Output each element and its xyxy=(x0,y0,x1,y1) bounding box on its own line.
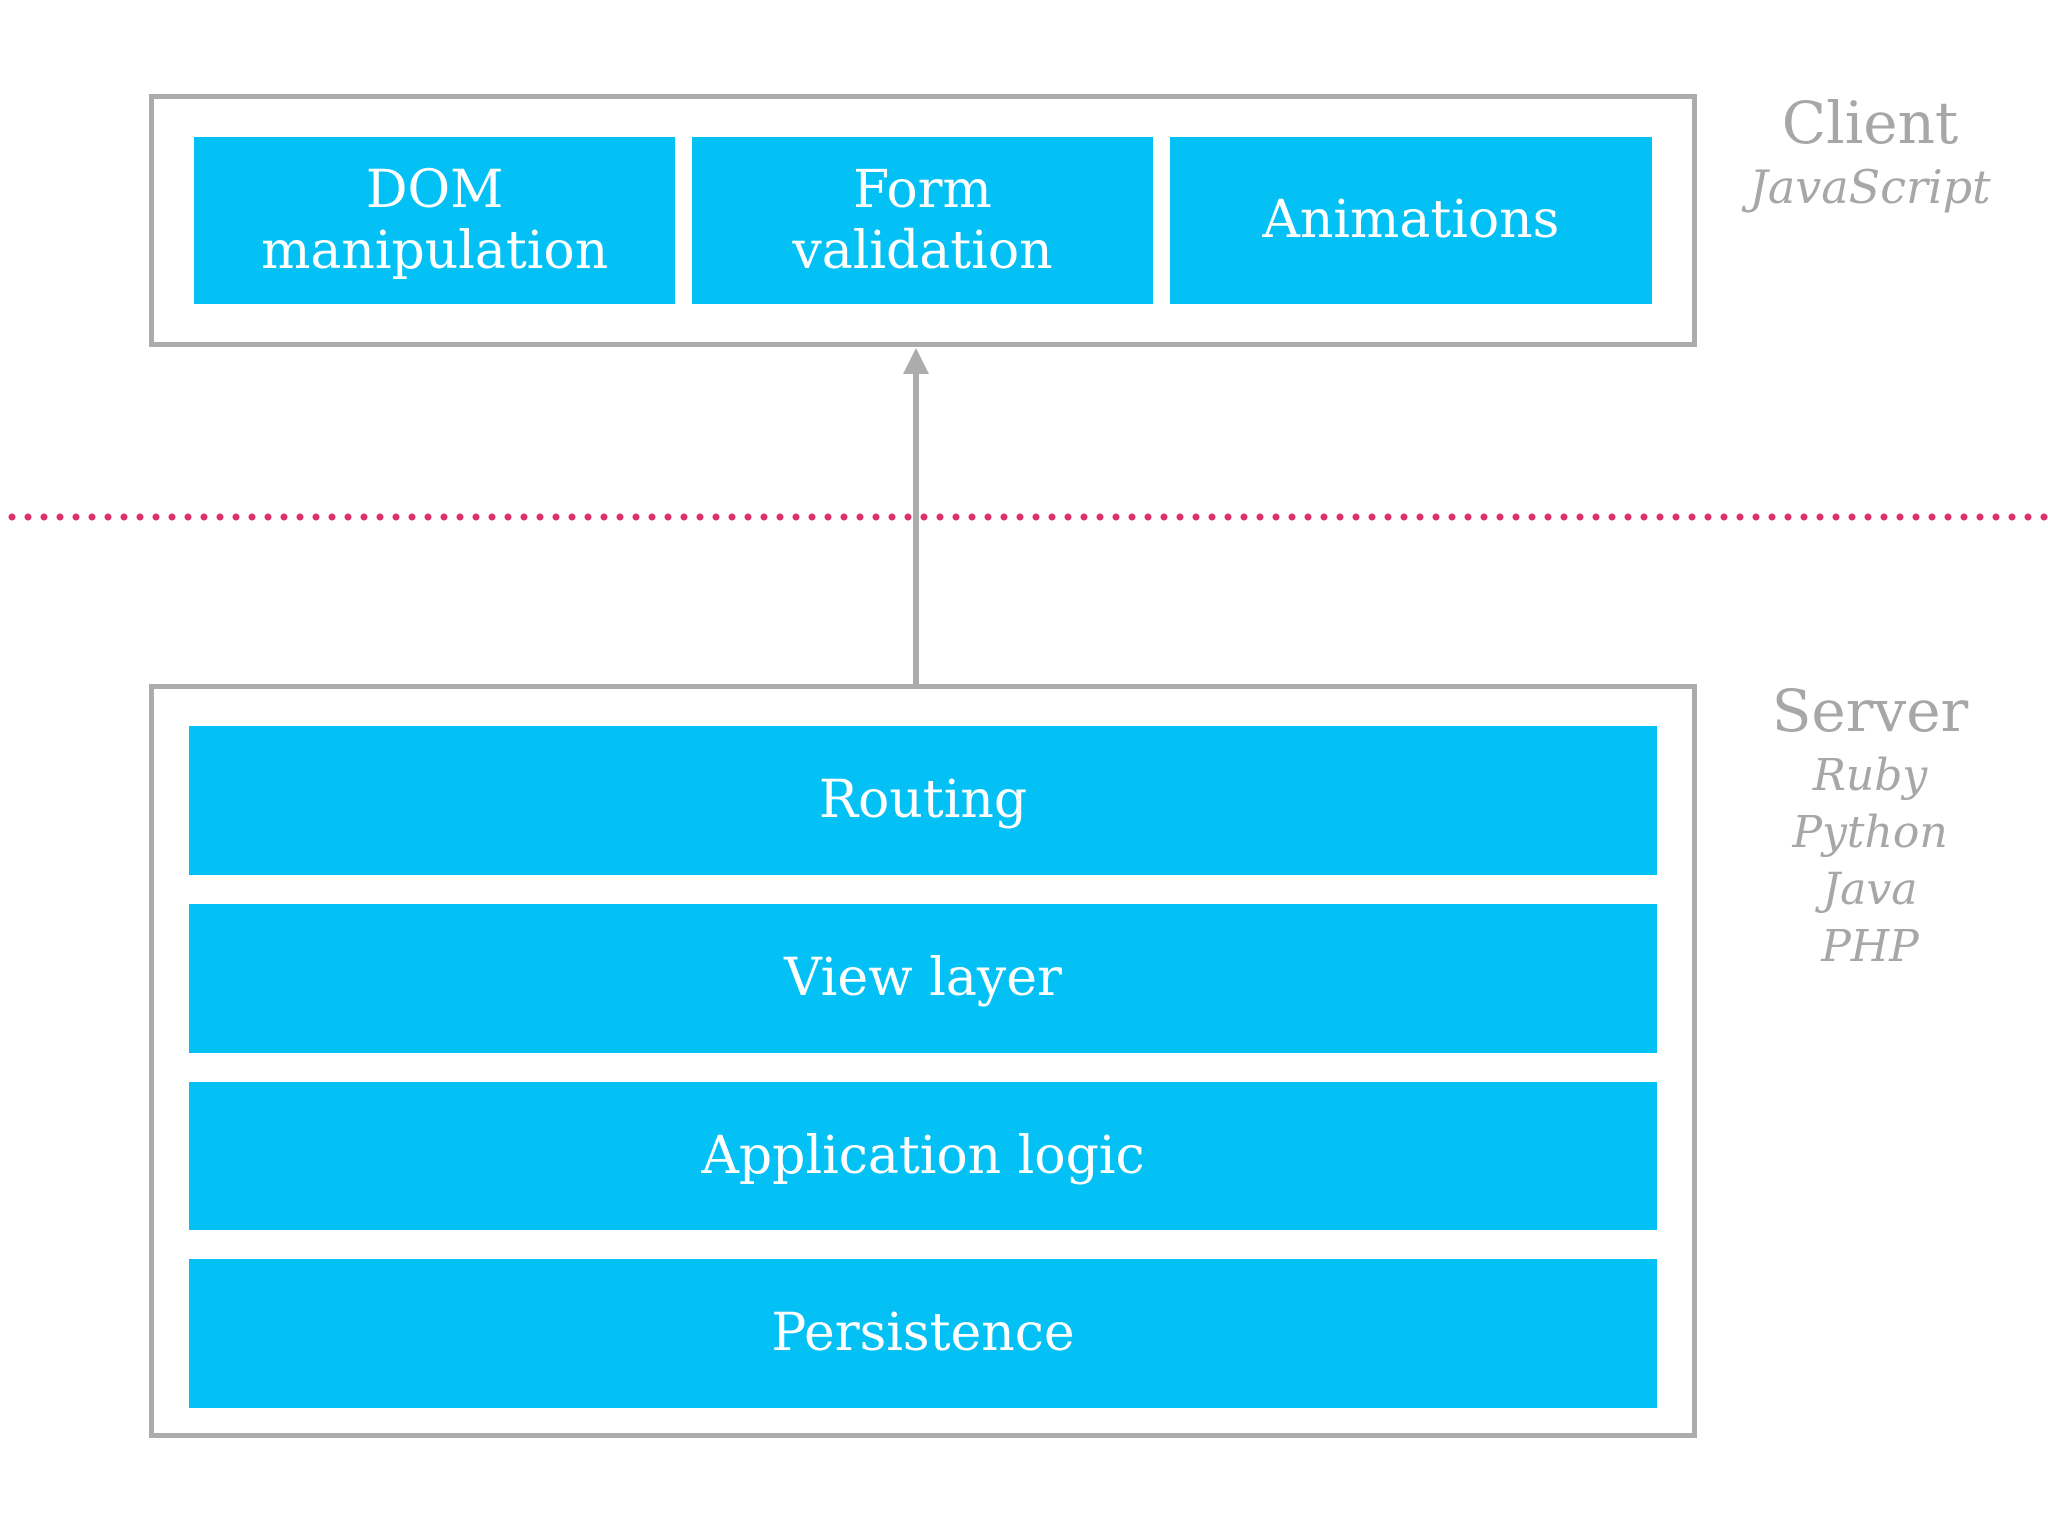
server-tier-title: Server xyxy=(1771,677,1969,745)
server-to-client-arrow-line xyxy=(913,370,919,684)
client-label-group: Client JavaScript xyxy=(1700,88,2040,215)
server-block-view-layer: View layer xyxy=(189,903,1657,1053)
client-block-label: DOM manipulation xyxy=(261,160,609,281)
server-technology: PHP xyxy=(1821,921,1919,973)
client-block-animations: Animations xyxy=(1169,137,1653,304)
server-block-routing: Routing xyxy=(189,726,1657,875)
server-block-persistence: Persistence xyxy=(189,1259,1657,1408)
client-block-dom-manipulation: DOM manipulation xyxy=(194,137,676,304)
server-block-label: Application logic xyxy=(701,1125,1145,1186)
server-label-group: Server Ruby Python Java PHP xyxy=(1700,676,2040,976)
client-tier-title: Client xyxy=(1781,89,1959,157)
client-server-divider xyxy=(0,510,2048,524)
server-technology: Python xyxy=(1792,806,1948,858)
client-technology: JavaScript xyxy=(1749,159,1991,214)
client-tier-box: DOM manipulation Form validation Animati… xyxy=(149,94,1697,347)
client-block-label: Form validation xyxy=(792,160,1053,281)
server-block-label: Routing xyxy=(818,770,1028,831)
client-block-form-validation: Form validation xyxy=(692,137,1153,304)
arrow-up-icon xyxy=(903,348,929,374)
server-technology: Java xyxy=(1822,864,1918,916)
server-block-application-logic: Application logic xyxy=(189,1081,1657,1231)
server-tier-box: Routing View layer Application logic Per… xyxy=(149,684,1697,1438)
client-block-label: Animations xyxy=(1262,190,1560,251)
server-block-label: Persistence xyxy=(771,1303,1075,1364)
server-block-label: View layer xyxy=(784,947,1062,1008)
server-technology: Ruby xyxy=(1812,749,1928,801)
